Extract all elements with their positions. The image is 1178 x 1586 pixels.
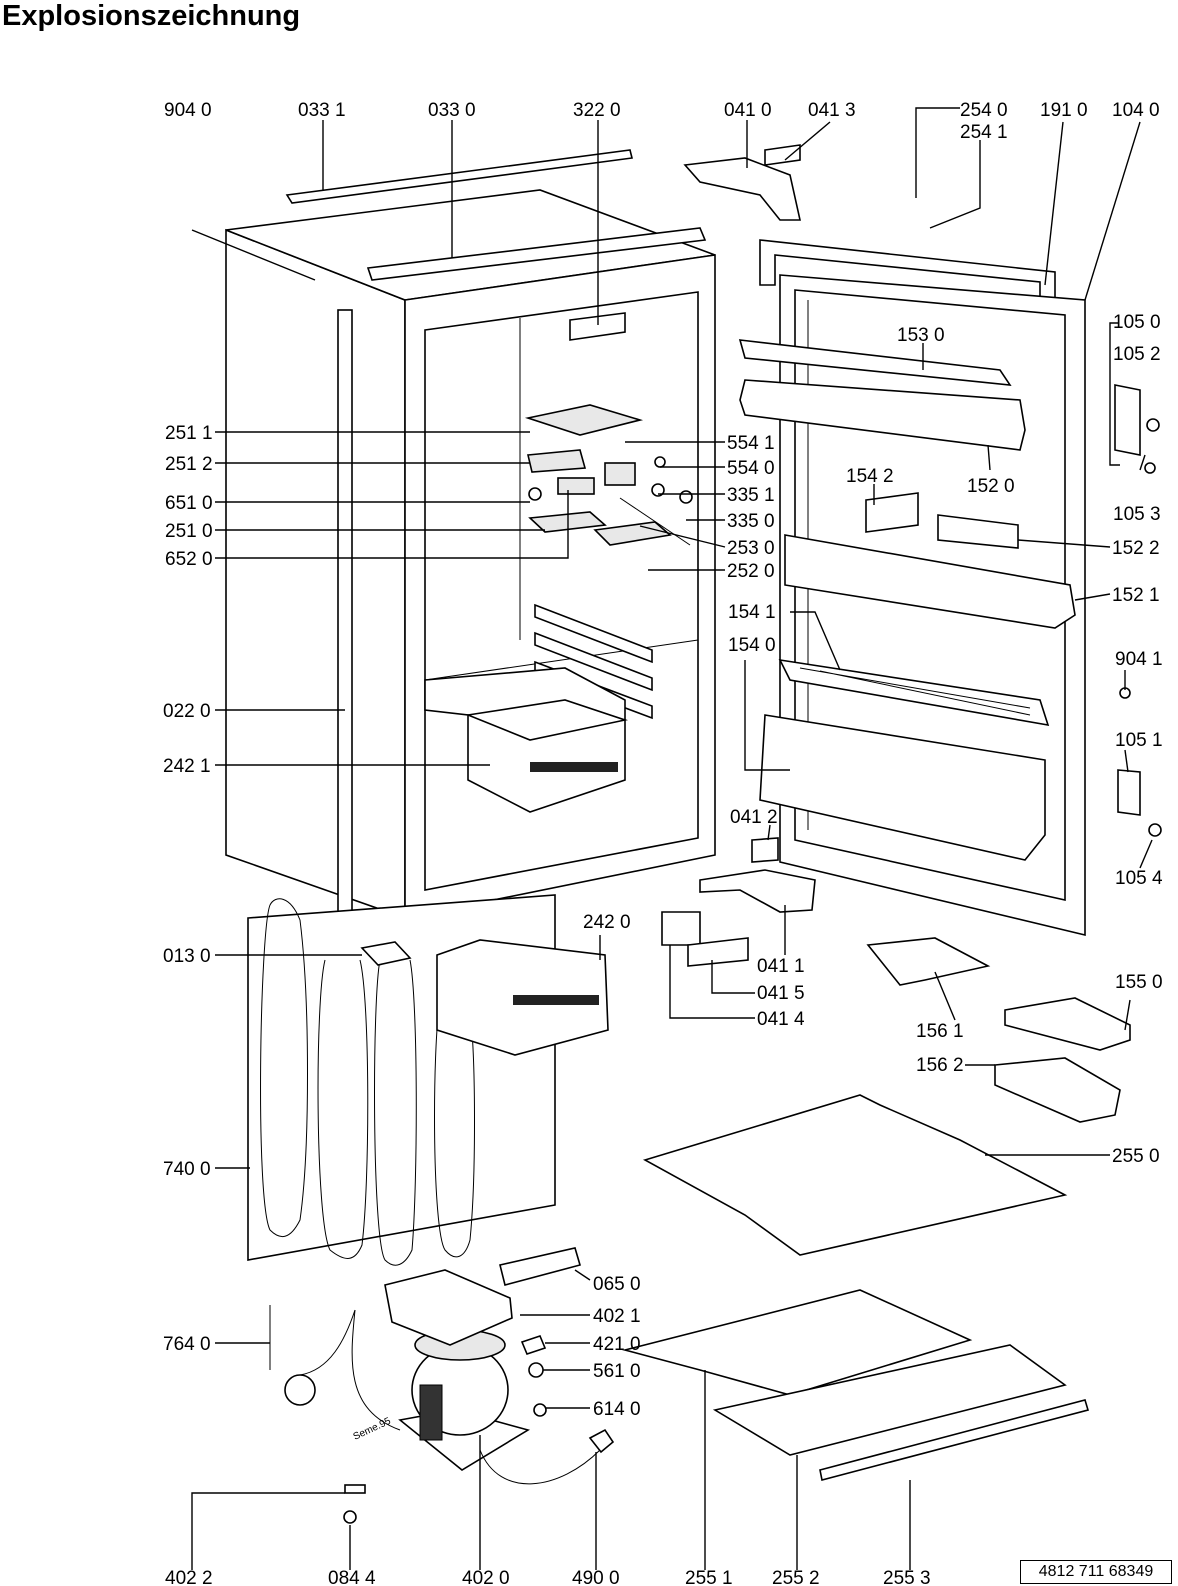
label-041-5: 041 5 (757, 983, 805, 1004)
label-764-0: 764 0 (163, 1334, 211, 1355)
label-105-2: 105 2 (1113, 344, 1161, 365)
label-251-1: 251 1 (165, 423, 213, 444)
label-041-1: 041 1 (757, 956, 805, 977)
label-740-0: 740 0 (163, 1159, 211, 1180)
bracket (687, 937, 749, 967)
tray (994, 1057, 1121, 1123)
hinge-cover (764, 144, 801, 166)
label-652-0: 652 0 (165, 549, 213, 570)
trim (819, 1399, 1090, 1481)
document-number: 4812 711 68349 (1020, 1560, 1172, 1584)
label-254-0: 254 0 (960, 100, 1008, 121)
label-255-0: 255 0 (1112, 1146, 1160, 1167)
cabinet (225, 189, 716, 931)
label-554-1: 554 1 (727, 433, 775, 454)
label-255-3: 255 3 (883, 1568, 931, 1586)
label-255-2: 255 2 (772, 1568, 820, 1586)
label-335-0: 335 0 (727, 511, 775, 532)
butter-tray (866, 937, 991, 986)
label-242-0: 242 0 (583, 912, 631, 933)
label-105-0: 105 0 (1113, 312, 1161, 333)
label-155-0: 155 0 (1115, 972, 1163, 993)
part-labels: 904 0 033 1 033 0 322 0 041 0 041 3 254 … (163, 100, 1163, 1586)
hinge-top (683, 157, 801, 221)
label-255-1: 255 1 (685, 1568, 733, 1586)
label-156-1: 156 1 (916, 1021, 964, 1042)
label-402-2: 402 2 (165, 1568, 213, 1586)
label-033-1: 033 1 (298, 100, 346, 121)
compressor-marking: Seme.95 (352, 1416, 393, 1443)
label-153-0: 153 0 (897, 325, 945, 346)
label-561-0: 561 0 (593, 1361, 641, 1382)
label-041-0: 041 0 (724, 100, 772, 121)
label-335-1: 335 1 (727, 485, 775, 506)
label-253-0: 253 0 (727, 538, 775, 559)
label-105-3: 105 3 (1113, 504, 1161, 525)
label-104-0: 104 0 (1112, 100, 1160, 121)
page-title: Explosionszeichnung (2, 0, 301, 32)
door (699, 239, 1162, 937)
label-152-1: 152 1 (1112, 585, 1160, 606)
label-904-0: 904 0 (164, 100, 212, 121)
label-152-0: 152 0 (967, 476, 1015, 497)
label-065-0: 065 0 (593, 1274, 641, 1295)
label-251-0: 251 0 (165, 521, 213, 542)
label-033-0: 033 0 (428, 100, 476, 121)
label-152-2: 152 2 (1112, 538, 1160, 559)
label-156-2: 156 2 (916, 1055, 964, 1076)
label-022-0: 022 0 (163, 701, 211, 722)
label-651-0: 651 0 (165, 493, 213, 514)
label-614-0: 614 0 (593, 1399, 641, 1420)
label-421-0: 421 0 (593, 1334, 641, 1355)
label-084-4: 084 4 (328, 1568, 376, 1586)
label-254-1: 254 1 (960, 122, 1008, 143)
label-154-2: 154 2 (846, 466, 894, 487)
label-251-2: 251 2 (165, 454, 213, 475)
glass-shelf (642, 1094, 1068, 1256)
label-041-3: 041 3 (808, 100, 856, 121)
label-904-1: 904 1 (1115, 649, 1163, 670)
label-041-2: 041 2 (730, 807, 778, 828)
label-490-0: 490 0 (572, 1568, 620, 1586)
label-242-1: 242 1 (163, 756, 211, 777)
plate (360, 941, 412, 966)
label-252-0: 252 0 (727, 561, 775, 582)
glass-shelf-front (621, 1289, 973, 1396)
glass-shelf-rear (712, 1344, 1067, 1456)
label-402-0: 402 0 (462, 1568, 510, 1586)
label-041-4: 041 4 (757, 1009, 805, 1030)
label-154-1: 154 1 (728, 602, 776, 623)
top-strip (285, 149, 633, 204)
label-322-0: 322 0 (573, 100, 621, 121)
label-013-0: 013 0 (163, 946, 211, 967)
ice-tray (1004, 997, 1131, 1051)
label-105-4: 105 4 (1115, 868, 1163, 889)
label-402-1: 402 1 (593, 1306, 641, 1327)
leader-lines (191, 107, 1153, 1570)
label-554-0: 554 0 (727, 458, 775, 479)
label-191-0: 191 0 (1040, 100, 1088, 121)
bracket (661, 911, 701, 946)
label-105-1: 105 1 (1115, 730, 1163, 751)
label-154-0: 154 0 (728, 635, 776, 656)
compressor: Seme.95 (269, 1247, 615, 1524)
